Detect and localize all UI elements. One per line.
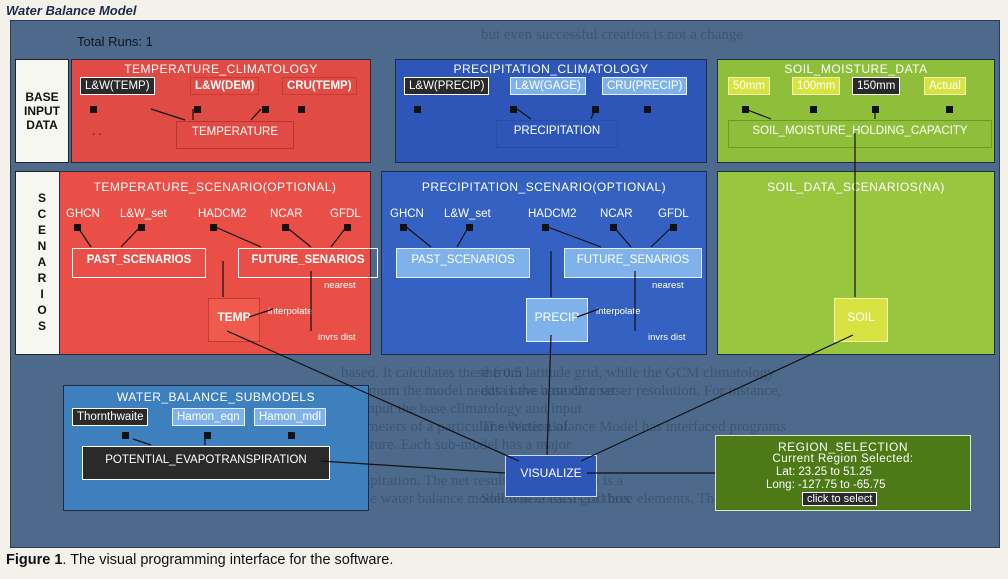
soil-100mm-option[interactable]: 100mm [792,77,841,95]
figure-caption-text: . The visual programming interface for t… [62,552,394,568]
connector-port[interactable] [946,106,953,113]
soil-data-scenarios-title: SOIL_DATA_SCENARIOS(NA) [767,180,945,194]
precip-nearest-option[interactable]: nearest [652,280,684,291]
temp-nearest-option[interactable]: nearest [324,280,356,291]
connector-port[interactable] [204,432,211,439]
thornthwaite-option[interactable]: Thornthwaite [72,408,149,426]
connector-port[interactable] [466,224,473,231]
temp-ghcn-option[interactable]: GHCN [66,208,100,220]
hamon-eqn-option[interactable]: Hamon_eqn [172,408,245,426]
total-runs-counter: Total Runs: 1 [77,34,153,49]
connector-port[interactable] [288,432,295,439]
soil-output-node[interactable]: SOIL [834,298,888,342]
temp-interpolate-option[interactable]: interpolate [268,306,313,317]
temp-ncar-option[interactable]: NCAR [270,208,303,220]
connector-port[interactable] [414,106,421,113]
soil-moisture-holding-capacity-node[interactable]: SOIL_MOISTURE_HOLDING_CAPACITY [728,120,992,148]
connector-port[interactable] [298,106,305,113]
precip-interpolate-option[interactable]: interpolate [596,306,641,317]
connector-port[interactable] [644,106,651,113]
current-region-label: Current Region Selected: [772,453,914,465]
temp-output-node[interactable]: TEMP [208,298,260,342]
precip-past-scenarios-button[interactable]: PAST_SCENARIOS [396,248,530,278]
connector-port[interactable] [810,106,817,113]
scenarios-label-text: SCENARIOS [35,191,49,335]
connector-port[interactable] [670,224,677,231]
precipitation-scenario-panel[interactable]: PRECIPITATION_SCENARIO(OPTIONAL) GHCN L&… [381,171,707,355]
temp-future-scenarios-button[interactable]: FUTURE_SENARIOS [238,248,378,278]
connector-port[interactable] [344,224,351,231]
temperature-node[interactable]: TEMPERATURE [176,121,294,149]
precipitation-scenario-title: PRECIPITATION_SCENARIO(OPTIONAL) [421,180,667,194]
lw-gage-option[interactable]: L&W(GAGE) [510,77,586,95]
hamon-mdl-option[interactable]: Hamon_mdl [254,408,326,426]
connector-port[interactable] [210,224,217,231]
temp-lw-set-option[interactable]: L&W_set [120,208,167,220]
temp-hadcm2-option[interactable]: HADCM2 [198,208,247,220]
decorative-dots: . . [92,126,102,138]
longitude-range: Long: -127.75 to -65.75 [766,479,886,491]
visualize-button[interactable]: VISUALIZE [505,455,597,497]
temperature-climatology-title: TEMPERATURE_CLIMATOLOGY [124,62,318,76]
precip-ncar-option[interactable]: NCAR [600,208,633,220]
water-balance-submodels-panel[interactable]: WATER_BALANCE_SUBMODELS Thornthwaite Ham… [63,385,369,511]
connector-port[interactable] [194,106,201,113]
workspace-canvas[interactable]: but even successful creation is not a ch… [10,20,1000,548]
precip-hadcm2-option[interactable]: HADCM2 [528,208,577,220]
connection-lines [76,108,876,474]
temp-gfdl-option[interactable]: GFDL [330,208,361,220]
connector-port[interactable] [90,106,97,113]
connector-port[interactable] [510,106,517,113]
cru-temp-option[interactable]: CRU(TEMP) [282,77,357,95]
base-input-row-label: BASE INPUT DATA [15,59,69,163]
figure-caption: Figure 1. The visual programming interfa… [6,552,393,568]
connector-port[interactable] [282,224,289,231]
lw-precip-option[interactable]: L&W(PRECIP) [404,77,490,95]
region-selection-panel[interactable]: REGION_SELECTION Current Region Selected… [715,435,971,511]
temperature-climatology-panel[interactable]: TEMPERATURE_CLIMATOLOGY L&W(TEMP) L&W(DE… [71,59,371,163]
precip-lw-set-option[interactable]: L&W_set [444,208,491,220]
precipitation-node[interactable]: PRECIPITATION [496,120,618,148]
connector-port[interactable] [542,224,549,231]
soil-data-scenarios-panel[interactable]: SOIL_DATA_SCENARIOS(NA) SOIL [717,171,995,355]
cru-precip-option[interactable]: CRU(PRECIP) [602,77,688,95]
connector-port[interactable] [262,106,269,113]
connector-port[interactable] [592,106,599,113]
precip-gfdl-option[interactable]: GFDL [658,208,689,220]
temperature-scenario-panel[interactable]: TEMPERATURE_SCENARIO(OPTIONAL) GHCN L&W_… [59,171,378,355]
potential-evapotranspiration-node[interactable]: POTENTIAL_EVAPOTRANSPIRATION [82,446,330,480]
precip-ghcn-option[interactable]: GHCN [390,208,424,220]
temp-past-scenarios-button[interactable]: PAST_SCENARIOS [72,248,206,278]
precipitation-climatology-title: PRECIPITATION_CLIMATOLOGY [453,62,649,76]
soil-50mm-option[interactable]: 50mm [728,77,770,95]
window-title: Water Balance Model [6,3,137,18]
lw-temp-option[interactable]: L&W(TEMP) [80,77,155,95]
precip-future-scenarios-button[interactable]: FUTURE_SENARIOS [564,248,702,278]
precipitation-climatology-panel[interactable]: PRECIPITATION_CLIMATOLOGY L&W(PRECIP) L&… [395,59,707,163]
water-balance-submodels-title: WATER_BALANCE_SUBMODELS [116,390,316,404]
soil-actual-option[interactable]: Actual [924,77,966,95]
temperature-scenario-title: TEMPERATURE_SCENARIO(OPTIONAL) [93,180,337,194]
connector-port[interactable] [400,224,407,231]
latitude-range: Lat: 23.25 to 51.25 [776,466,872,478]
temp-invrs-dist-option[interactable]: invrs dist [318,332,356,343]
lw-dem-option[interactable]: L&W(DEM) [190,77,260,95]
connector-port[interactable] [138,224,145,231]
soil-150mm-option[interactable]: 150mm [852,77,901,95]
soil-moisture-data-title: SOIL_MOISTURE_DATA [784,62,928,76]
figure-caption-label: Figure 1 [6,552,63,568]
precip-output-node[interactable]: PRECIP [526,298,588,342]
region-selection-title: REGION_SELECTION [777,440,909,454]
precip-invrs-dist-option[interactable]: invrs dist [648,332,686,343]
base-input-label-text: BASE INPUT DATA [24,90,60,132]
connector-port[interactable] [122,432,129,439]
soil-moisture-data-panel[interactable]: SOIL_MOISTURE_DATA 50mm 100mm 150mm Actu… [717,59,995,163]
click-to-select-button[interactable]: click to select [802,492,878,506]
